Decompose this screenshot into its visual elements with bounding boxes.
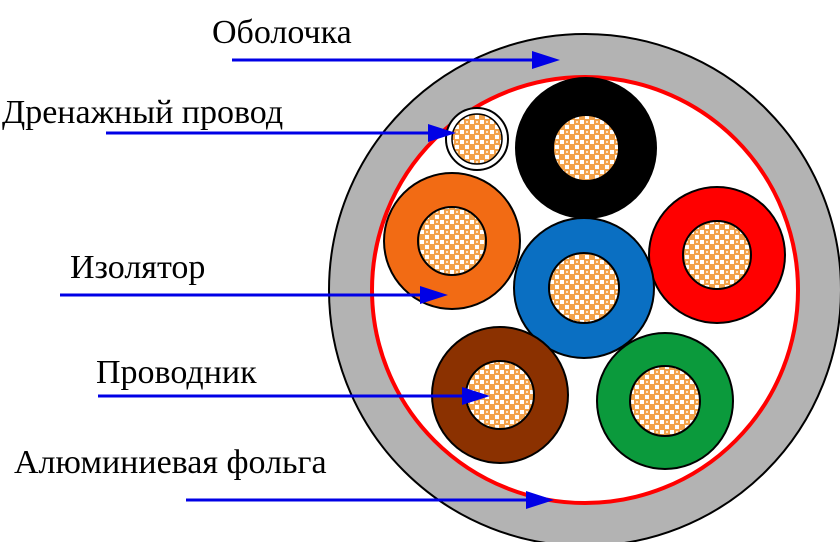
wire-red: [648, 186, 786, 324]
wire-brown: [431, 326, 569, 464]
wire-green: [596, 332, 734, 470]
arrow-drain-wire: [106, 124, 456, 142]
arrow-sheath: [232, 51, 560, 69]
label-foil: Алюминиевая фольга: [14, 444, 327, 481]
label-sheath: Оболочка: [212, 14, 352, 51]
wire-black: [515, 77, 657, 219]
arrow-insulator: [60, 286, 448, 304]
label-insulator: Изолятор: [70, 249, 205, 286]
drain-wire: [445, 107, 509, 171]
wire-blue: [513, 217, 655, 359]
arrow-conductor: [98, 387, 490, 405]
label-drain-wire: Дренажный провод: [2, 94, 283, 131]
arrow-foil: [186, 491, 554, 509]
label-conductor: Проводник: [96, 354, 257, 391]
wire-orange: [383, 172, 521, 310]
